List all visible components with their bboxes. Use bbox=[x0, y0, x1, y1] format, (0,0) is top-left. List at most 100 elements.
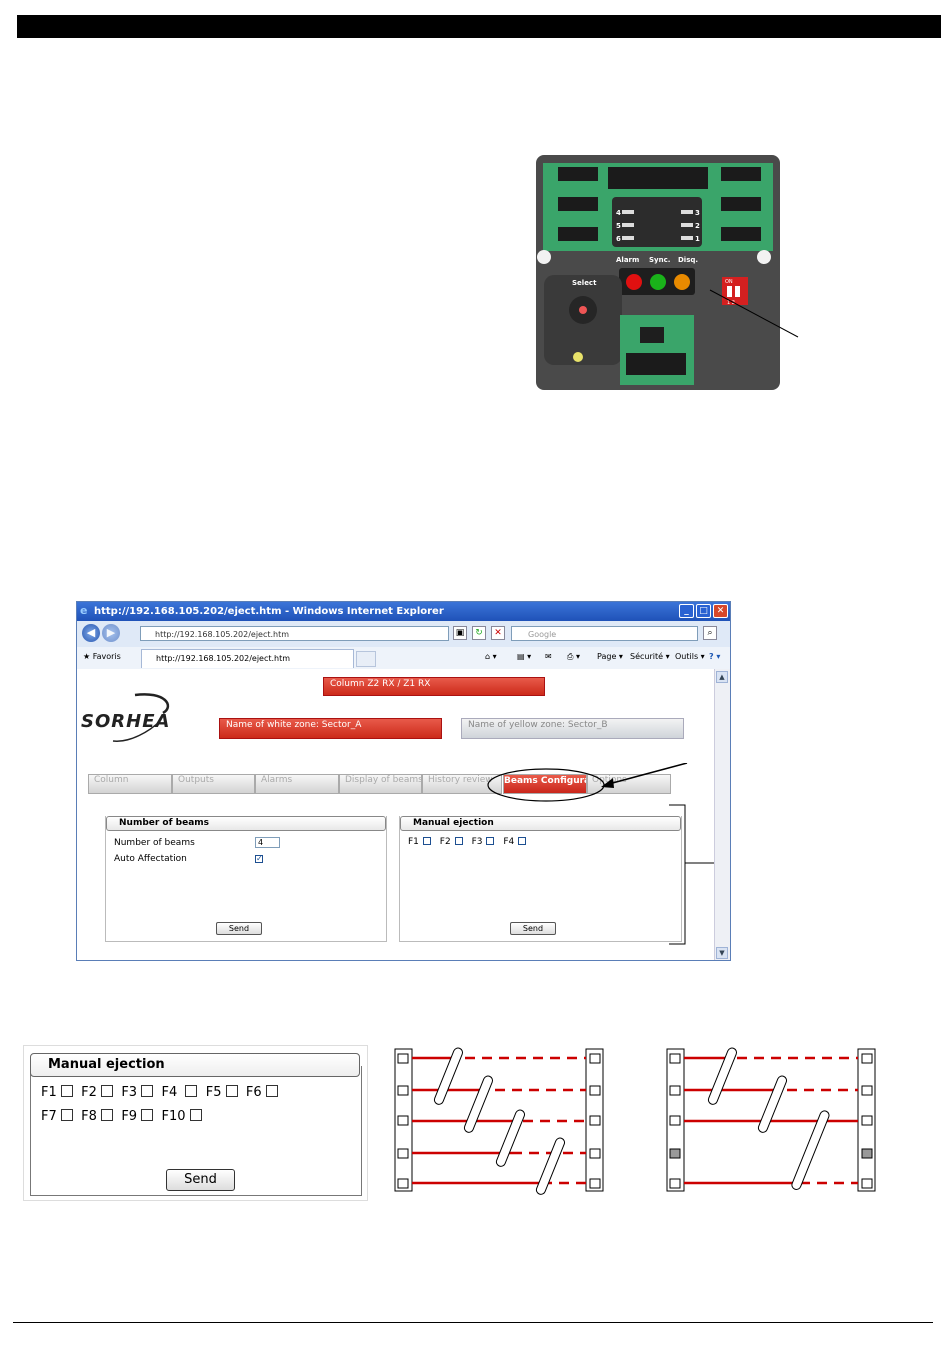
favorites-button[interactable]: ★ Favoris bbox=[83, 652, 121, 661]
select-label: Select bbox=[572, 279, 597, 287]
panel-bracket bbox=[669, 804, 717, 945]
dip-numbers: 1 2 bbox=[727, 300, 735, 306]
stop-icon[interactable]: ✕ bbox=[491, 626, 505, 640]
compatibility-icon[interactable]: ▣ bbox=[453, 626, 467, 640]
option-label: F3 bbox=[471, 837, 483, 847]
send-button[interactable]: Send bbox=[216, 922, 262, 935]
manual-ejection-zoom: Manual ejection F1 F2 F3 F4 F5 F6 F7 F8 … bbox=[23, 1045, 368, 1201]
page-menu[interactable]: Page ▾ bbox=[597, 652, 623, 661]
send-button[interactable]: Send bbox=[166, 1169, 235, 1191]
beam-number: 2 bbox=[695, 222, 700, 230]
beam-diagram-all-active bbox=[394, 1047, 604, 1195]
tab-column[interactable]: Column bbox=[88, 774, 172, 794]
f9-checkbox[interactable] bbox=[141, 1109, 154, 1121]
manual-ejection-panel: Manual ejection F1 F2 F3 F4 Send bbox=[399, 816, 682, 942]
beam-diagram-ejected bbox=[666, 1047, 876, 1192]
option-label: F5 bbox=[205, 1085, 222, 1100]
option-label: F4 bbox=[161, 1085, 178, 1100]
f4-checkbox[interactable] bbox=[518, 837, 527, 845]
browser-tab[interactable]: http://192.168.105.202/eject.htm bbox=[141, 649, 354, 668]
security-menu-label: Sécurité bbox=[630, 652, 664, 661]
f-row-1: F1 F2 F3 F4 F5 F6 bbox=[41, 1085, 278, 1100]
beam-number: 3 bbox=[695, 209, 700, 217]
tab-beams-configurations[interactable]: Beams Configurations bbox=[503, 774, 587, 794]
sync-label: Sync. bbox=[649, 256, 670, 264]
mail-icon[interactable]: ✉ bbox=[545, 652, 552, 661]
refresh-icon[interactable]: ↻ bbox=[472, 626, 486, 640]
beam-number: 5 bbox=[616, 222, 621, 230]
tab-history-review[interactable]: History review bbox=[422, 774, 502, 794]
option-label: F2 bbox=[81, 1085, 97, 1100]
forward-button[interactable]: ▶ bbox=[102, 624, 120, 642]
address-input[interactable]: http://192.168.105.202/eject.htm bbox=[140, 626, 449, 641]
beam-number: 6 bbox=[616, 235, 621, 243]
f2-checkbox[interactable] bbox=[454, 837, 463, 845]
number-of-beams-input[interactable]: 4 bbox=[255, 837, 280, 848]
ie-logo-icon: e bbox=[80, 604, 88, 617]
scroll-up-button[interactable]: ▲ bbox=[716, 671, 728, 683]
minimize-button[interactable]: _ bbox=[679, 604, 694, 618]
option-label: F9 bbox=[121, 1109, 138, 1124]
tab-outputs[interactable]: Outputs bbox=[172, 774, 255, 794]
f7-checkbox[interactable] bbox=[60, 1109, 73, 1121]
f-row-2: F7 F8 F9 F10 bbox=[41, 1109, 202, 1124]
tab-options[interactable]: Options bbox=[587, 774, 671, 794]
f1-checkbox[interactable] bbox=[60, 1085, 73, 1097]
send-button[interactable]: Send bbox=[510, 922, 556, 935]
new-tab-button[interactable] bbox=[356, 651, 376, 667]
address-bar-row: ◀ ▶ http://192.168.105.202/eject.htm ▣ ↻… bbox=[77, 621, 730, 648]
close-button[interactable]: ✕ bbox=[713, 604, 728, 618]
title-bar: e http://192.168.105.202/eject.htm - Win… bbox=[77, 602, 730, 621]
f4-checkbox[interactable] bbox=[185, 1085, 198, 1097]
option-label: F8 bbox=[81, 1109, 97, 1124]
option-label: F7 bbox=[41, 1109, 57, 1124]
alarm-label: Alarm bbox=[616, 256, 639, 264]
f8-checkbox[interactable] bbox=[101, 1109, 114, 1121]
column-label: Column Z2 RX / Z1 RX bbox=[323, 677, 545, 696]
sorhea-logo: SORHEA bbox=[81, 711, 171, 732]
tools-menu[interactable]: Outils ▾ bbox=[675, 652, 705, 661]
scroll-down-button[interactable]: ▼ bbox=[716, 947, 728, 959]
browser-window: e http://192.168.105.202/eject.htm - Win… bbox=[76, 601, 731, 961]
home-icon[interactable]: ⌂ ▾ bbox=[485, 652, 497, 661]
f3-checkbox[interactable] bbox=[486, 837, 495, 845]
sync-led bbox=[650, 274, 666, 290]
option-label: F10 bbox=[161, 1109, 186, 1124]
tab-display-of-beams[interactable]: Display of beams bbox=[339, 774, 422, 794]
search-input[interactable]: Google bbox=[511, 626, 698, 641]
tab-alarms[interactable]: Alarms bbox=[255, 774, 339, 794]
number-of-beams-title: Number of beams bbox=[106, 816, 386, 831]
beam-number: 1 bbox=[695, 235, 700, 243]
search-icon[interactable]: ⌕ bbox=[703, 626, 717, 640]
dip-on-label: ON bbox=[725, 279, 733, 285]
option-label: F6 bbox=[245, 1085, 262, 1100]
disq-led bbox=[674, 274, 690, 290]
f5-checkbox[interactable] bbox=[225, 1085, 238, 1097]
white-zone-label: Name of white zone: Sector_A bbox=[219, 718, 442, 739]
manual-ejection-frame bbox=[30, 1066, 362, 1196]
alarm-led bbox=[626, 274, 642, 290]
number-of-beams-label: Number of beams bbox=[114, 838, 195, 848]
favorites-bar: ★ Favoris http://192.168.105.202/eject.h… bbox=[77, 647, 730, 670]
manual-ejection-options: F1 F2 F3 F4 bbox=[408, 837, 532, 847]
option-label: F1 bbox=[41, 1085, 57, 1100]
header-bar bbox=[17, 15, 941, 38]
footer-rule bbox=[13, 1322, 933, 1323]
f3-checkbox[interactable] bbox=[141, 1085, 154, 1097]
maximize-button[interactable]: □ bbox=[696, 604, 711, 618]
f1-checkbox[interactable] bbox=[422, 837, 431, 845]
feeds-icon[interactable]: ▤ ▾ bbox=[517, 652, 532, 661]
print-icon[interactable]: ⎙ ▾ bbox=[567, 652, 580, 661]
option-label: F4 bbox=[503, 837, 515, 847]
help-icon[interactable]: ? ▾ bbox=[709, 652, 721, 661]
f6-checkbox[interactable] bbox=[265, 1085, 278, 1097]
f10-checkbox[interactable] bbox=[189, 1109, 202, 1121]
auto-affectation-checkbox[interactable]: ✓ bbox=[255, 854, 263, 863]
receiver-board-image: 4 5 6 3 2 1 Alarm Sync. Disq. Select ON … bbox=[536, 155, 780, 390]
security-menu[interactable]: Sécurité ▾ bbox=[630, 652, 670, 661]
disq-label: Disq. bbox=[678, 256, 698, 264]
back-button[interactable]: ◀ bbox=[82, 624, 100, 642]
option-label: F3 bbox=[121, 1085, 138, 1100]
vertical-scrollbar[interactable]: ▲ ▼ bbox=[714, 669, 730, 960]
f2-checkbox[interactable] bbox=[101, 1085, 114, 1097]
